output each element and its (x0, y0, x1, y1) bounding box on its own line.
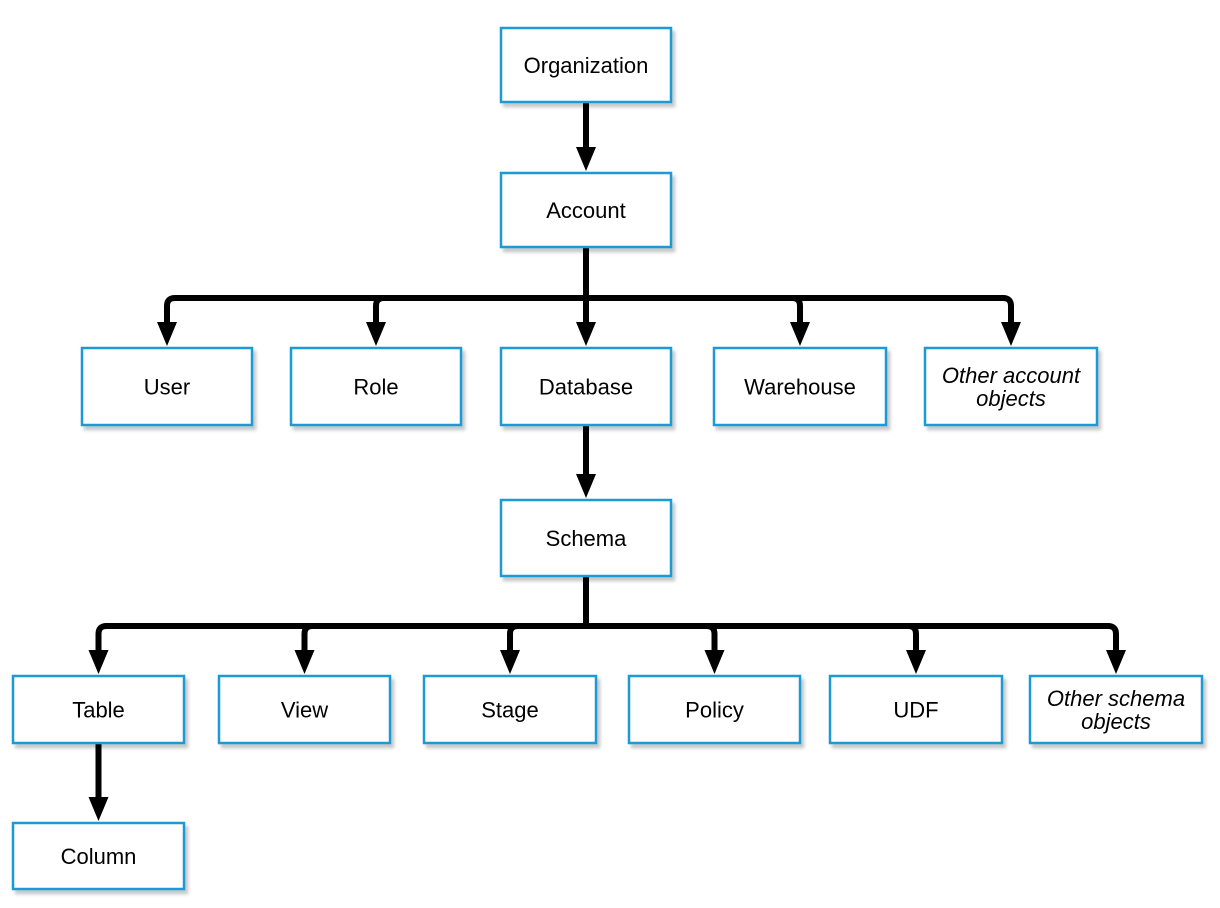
edge-account-to-warehouse (583, 295, 803, 327)
edge-schema-to-stage (507, 623, 589, 655)
arrowhead-other_account_objects (1001, 322, 1021, 346)
node-stage-box (422, 674, 598, 745)
arrowhead-udf (906, 650, 926, 674)
node-schema-label: Schema (546, 526, 627, 551)
arrowhead-schema (576, 474, 596, 498)
node-warehouse: Warehouse (712, 346, 888, 427)
arrowhead-table (88, 650, 109, 674)
node-view-box (217, 674, 392, 745)
node-column: Column (11, 821, 186, 891)
node-view-label: View (281, 698, 328, 723)
arrowhead-user (157, 322, 177, 346)
node-other-account-objects-label-line-1: Other account (942, 363, 1081, 388)
node-account-label: Account (546, 198, 626, 223)
node-table-label: Table (72, 698, 125, 723)
edge-schema-to-policy (583, 623, 718, 655)
node-user-box (80, 346, 254, 427)
node-schema: Schema (499, 498, 673, 578)
node-warehouse-box (712, 346, 888, 427)
arrowhead-column (88, 797, 109, 821)
node-role: Role (289, 346, 463, 427)
node-schema-box (499, 498, 673, 578)
arrowhead-warehouse (790, 322, 810, 346)
node-table-box (11, 674, 186, 745)
edge-account-to-user (164, 295, 589, 327)
node-other-account-objects-label-line-2: objects (976, 386, 1046, 411)
node-policy-box (627, 674, 802, 745)
edge-account-to-role (373, 295, 589, 327)
node-table: Table (11, 674, 186, 745)
edge-account-to-other_account_objects (583, 295, 1014, 327)
node-column-label: Column (61, 844, 137, 869)
node-policy: Policy (627, 674, 802, 745)
node-other-schema-objects-label-line-2: objects (1081, 709, 1151, 734)
node-organization-box (499, 26, 673, 104)
node-database-label: Database (539, 375, 633, 400)
arrowhead-policy (704, 650, 725, 674)
node-warehouse-label: Warehouse (744, 375, 856, 400)
arrowhead-account (576, 147, 596, 171)
node-view: View (217, 674, 392, 745)
arrowhead-view (294, 650, 315, 674)
node-role-box (289, 346, 463, 427)
node-database: Database (499, 346, 673, 427)
node-other-schema-objects-box (1028, 674, 1204, 745)
node-other-account-objects-box (923, 346, 1099, 427)
arrowhead-database (576, 322, 596, 346)
arrowhead-role (366, 322, 386, 346)
node-organization-label: Organization (524, 53, 649, 78)
arrowhead-stage (500, 650, 520, 674)
node-udf-box (828, 674, 1004, 745)
edge-schema-to-udf (583, 623, 919, 655)
node-udf: UDF (828, 674, 1004, 745)
node-stage-label: Stage (481, 698, 539, 723)
node-role-label: Role (353, 375, 398, 400)
arrowhead-other_schema_objects (1106, 650, 1126, 674)
node-other-schema-objects-label-line-1: Other schema (1047, 686, 1185, 711)
node-account-box (499, 171, 673, 249)
node-user: User (80, 346, 254, 427)
node-policy-label: Policy (685, 698, 744, 723)
node-udf-label: UDF (893, 698, 938, 723)
edge-schema-to-table (95, 623, 589, 655)
node-user-label: User (144, 375, 190, 400)
node-database-box (499, 346, 673, 427)
node-stage: Stage (422, 674, 598, 745)
node-account: Account (499, 171, 673, 249)
node-column-box (11, 821, 186, 891)
connectors (88, 99, 1126, 821)
edge-schema-to-view (301, 623, 589, 655)
node-organization: Organization (499, 26, 673, 104)
edge-schema-to-other_schema_objects (583, 623, 1119, 655)
